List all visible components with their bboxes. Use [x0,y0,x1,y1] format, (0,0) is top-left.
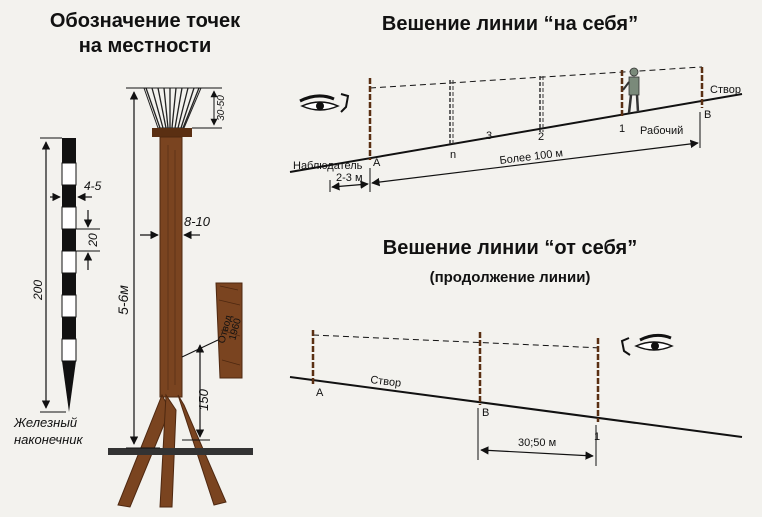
rod-tip-label-line1: Железный [13,415,77,430]
post-diameter-label: 8-10 [184,214,211,229]
label-stvor-top: Створ [710,84,741,96]
label-b-top: B [704,109,711,121]
ground-line-left [108,448,253,455]
label-b-bottom: B [482,407,489,419]
dist-observer-label: 2-3 м [336,172,363,184]
label-observer: Наблюдатель [293,160,363,172]
label-3-top: 3 [486,130,492,142]
label-n-top: n [450,149,456,161]
dist-total-arrow [371,139,699,187]
left-title-line2: на местности [79,35,212,57]
label-1-bottom: 1 [594,431,600,443]
left-panel: Обозначение точек на местности 200 4-5 [13,10,253,508]
label-2-top: 2 [538,131,544,143]
post-sign-board: Отвод 1960 [215,282,244,379]
label-a-bottom: A [316,387,324,399]
ground-line-bottom [289,376,743,438]
left-title-line1: Обозначение точек [50,10,241,32]
dist-bottom-arrow [480,446,594,460]
iron-tip [62,361,76,412]
top-right-title: Вешение линии “на себя” [382,13,638,35]
bottom-right-subtitle: (продолжение линии) [430,269,591,286]
rod-segment-label: 20 [86,233,100,248]
rod-tip-label-line2: наконечник [14,432,84,447]
label-worker: Рабочий [640,125,683,137]
label-a-top: A [373,157,381,169]
eye-icon [620,333,674,356]
post-top-label: 30-50 [216,95,227,121]
rod-length-label: 200 [31,280,45,301]
eye-icon [299,93,350,113]
top-right-panel: Вешение линии “на себя” A n [289,13,743,192]
dist-observer-arrow [331,180,369,191]
post-base-label: 150 [196,388,211,410]
worker-figure [622,67,640,114]
sight-line-bottom [312,334,603,349]
label-1-top: 1 [619,123,625,135]
bottom-right-panel: Вешение линии “от себя” (продолжение лин… [289,237,743,466]
dist-bottom-label: 30;50 м [518,437,556,449]
post-height-label: 5-6м [115,285,131,315]
rod-width-label: 4-5 [84,179,102,193]
bottom-right-title: Вешение линии “от себя” [383,237,637,259]
striped-rod [61,138,77,412]
sight-line-top [369,66,703,89]
label-stvor-bottom: Створ [370,374,402,390]
ground-line-top [289,93,743,173]
